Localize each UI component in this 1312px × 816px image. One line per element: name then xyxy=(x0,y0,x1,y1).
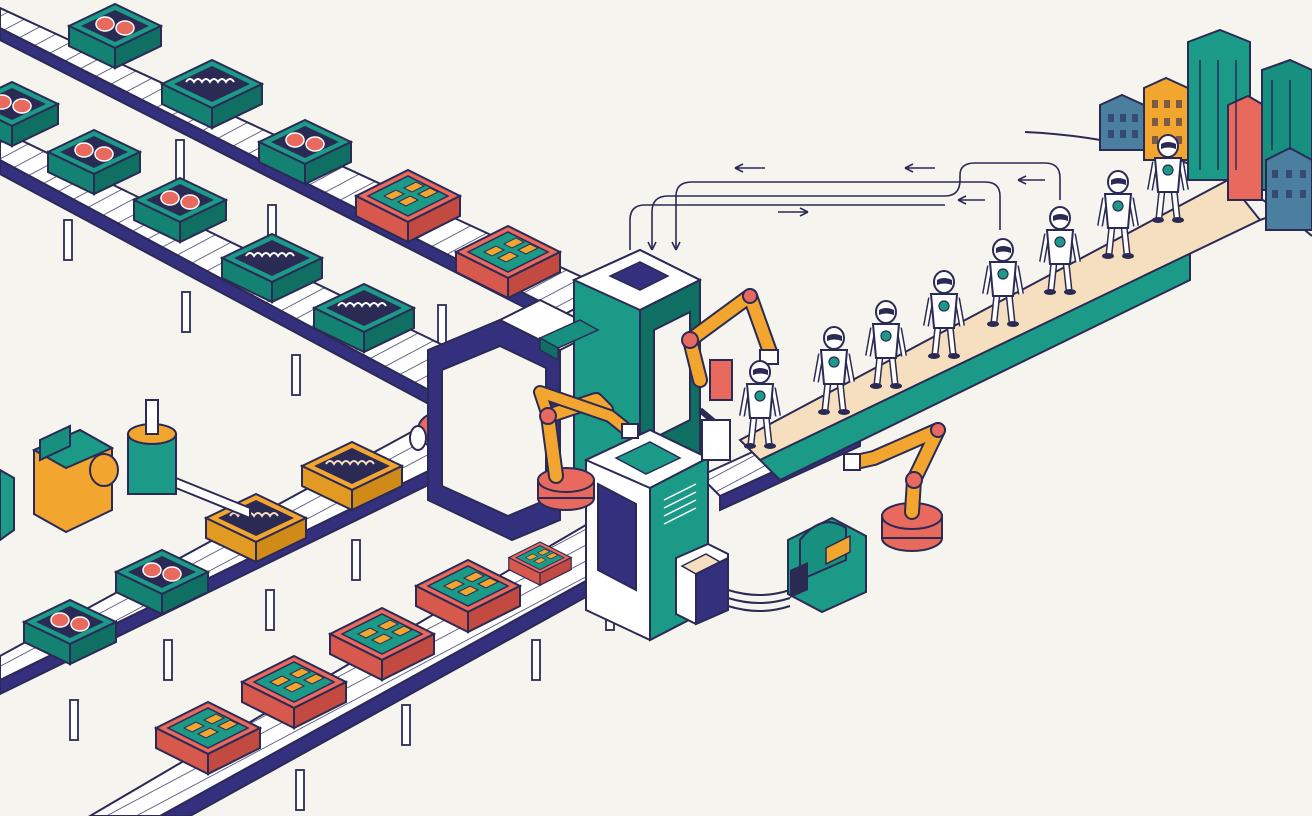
flow-arrow-icon xyxy=(629,162,1061,251)
city-skyline-icon xyxy=(1099,28,1312,231)
robotic-arm-icon xyxy=(533,288,946,552)
robot-ramp xyxy=(738,131,1312,482)
gearbox-machine xyxy=(0,399,251,542)
control-terminal-icon xyxy=(675,516,867,626)
